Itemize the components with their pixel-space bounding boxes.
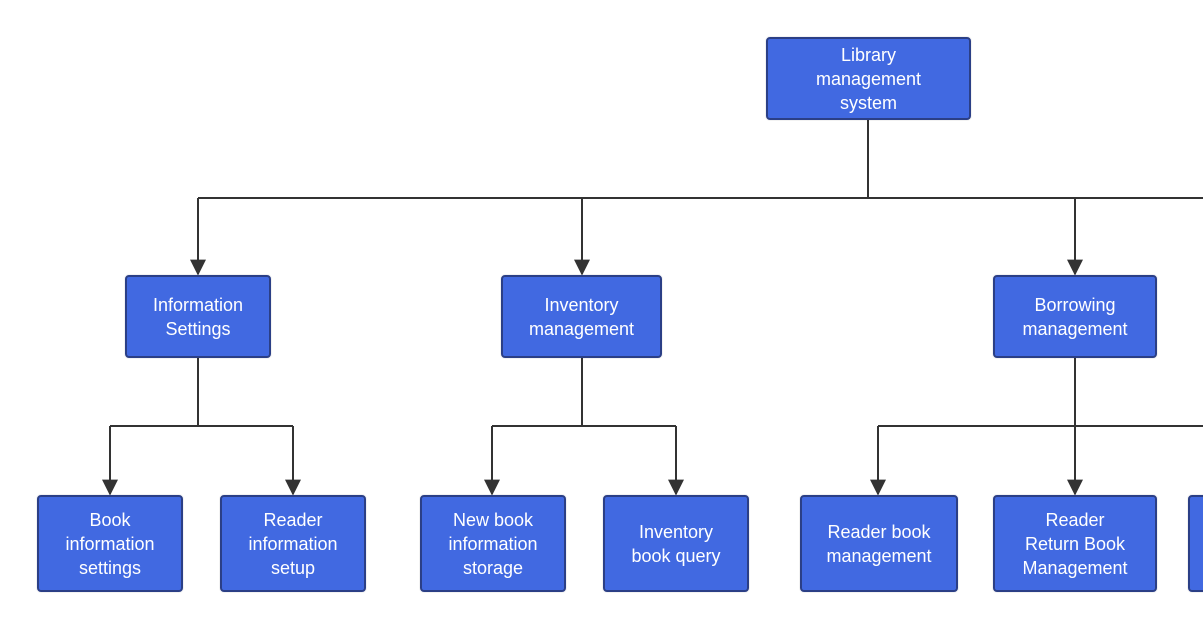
inventory-book-query-node: Inventory book query xyxy=(603,495,749,592)
borrowing-management-label: Borrowing management xyxy=(1022,294,1128,339)
borrowing-management-node: Borrowing management xyxy=(993,275,1157,358)
inventory-management-label: Inventory management xyxy=(528,294,635,339)
new-book-information-storage-node: New book information storage xyxy=(420,495,566,592)
inventory-management-node: Inventory management xyxy=(501,275,662,358)
reader-information-setup-label: Reader information setup xyxy=(248,509,338,578)
reader-book-management-node: Reader book management xyxy=(800,495,958,592)
reader-information-setup-node: Reader information setup xyxy=(220,495,366,592)
library-management-system-label: Library management system xyxy=(815,44,922,113)
information-settings-label: Information Settings xyxy=(152,294,244,339)
book-information-settings-label: Book information settings xyxy=(65,509,155,578)
new-book-information-storage-label: New book information storage xyxy=(448,509,538,578)
reader-return-book-management-node: Reader Return Book Management xyxy=(993,495,1157,592)
partial-offscreen-node xyxy=(1188,495,1203,592)
inventory-book-query-label: Inventory book query xyxy=(631,521,721,566)
information-settings-node: Information Settings xyxy=(125,275,271,358)
library-management-system-node: Library management system xyxy=(766,37,971,120)
reader-book-management-label: Reader book management xyxy=(826,521,932,566)
reader-return-book-management-label: Reader Return Book Management xyxy=(1022,509,1128,578)
book-information-settings-node: Book information settings xyxy=(37,495,183,592)
